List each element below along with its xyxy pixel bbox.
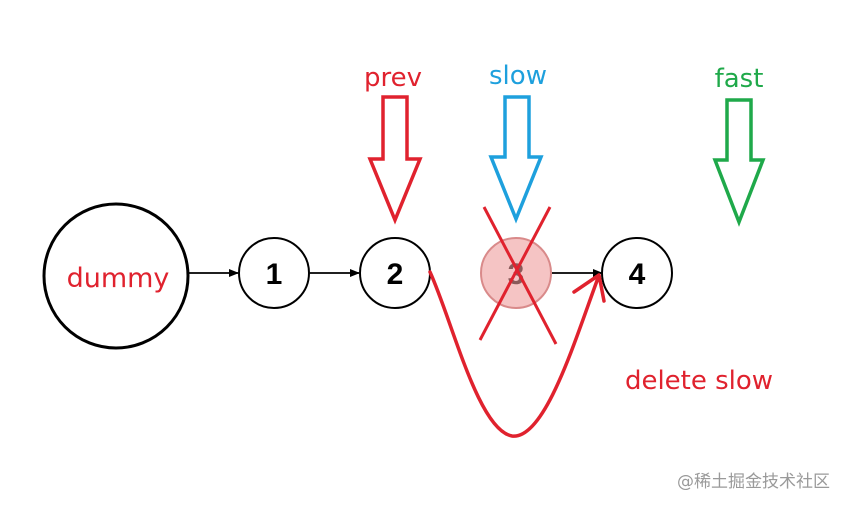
prev-label: prev	[364, 63, 422, 93]
delete-cross-icon	[478, 206, 558, 345]
node-2: 2	[359, 237, 431, 309]
node-1-label: 1	[266, 258, 283, 291]
slow-label: slow	[489, 61, 547, 91]
fast-pointer: fast	[712, 64, 766, 227]
delete-slow-annotation: delete slow	[625, 366, 773, 396]
fast-down-arrow-icon	[712, 98, 766, 227]
watermark: @稀土掘金技术社区	[677, 472, 830, 492]
node-4: 4	[601, 237, 673, 309]
node-1: 1	[238, 237, 310, 309]
prev-pointer: prev	[364, 63, 423, 225]
fast-label: fast	[715, 64, 764, 94]
node-2-label: 2	[387, 258, 404, 291]
prev-down-arrow-icon	[367, 95, 423, 225]
node-4-label: 4	[629, 258, 646, 291]
slow-pointer: slow	[488, 61, 547, 224]
dummy-node: dummy	[42, 202, 190, 350]
dummy-label: dummy	[67, 263, 170, 294]
bypass-link-arrow	[428, 270, 606, 438]
slow-down-arrow-icon	[488, 95, 544, 224]
